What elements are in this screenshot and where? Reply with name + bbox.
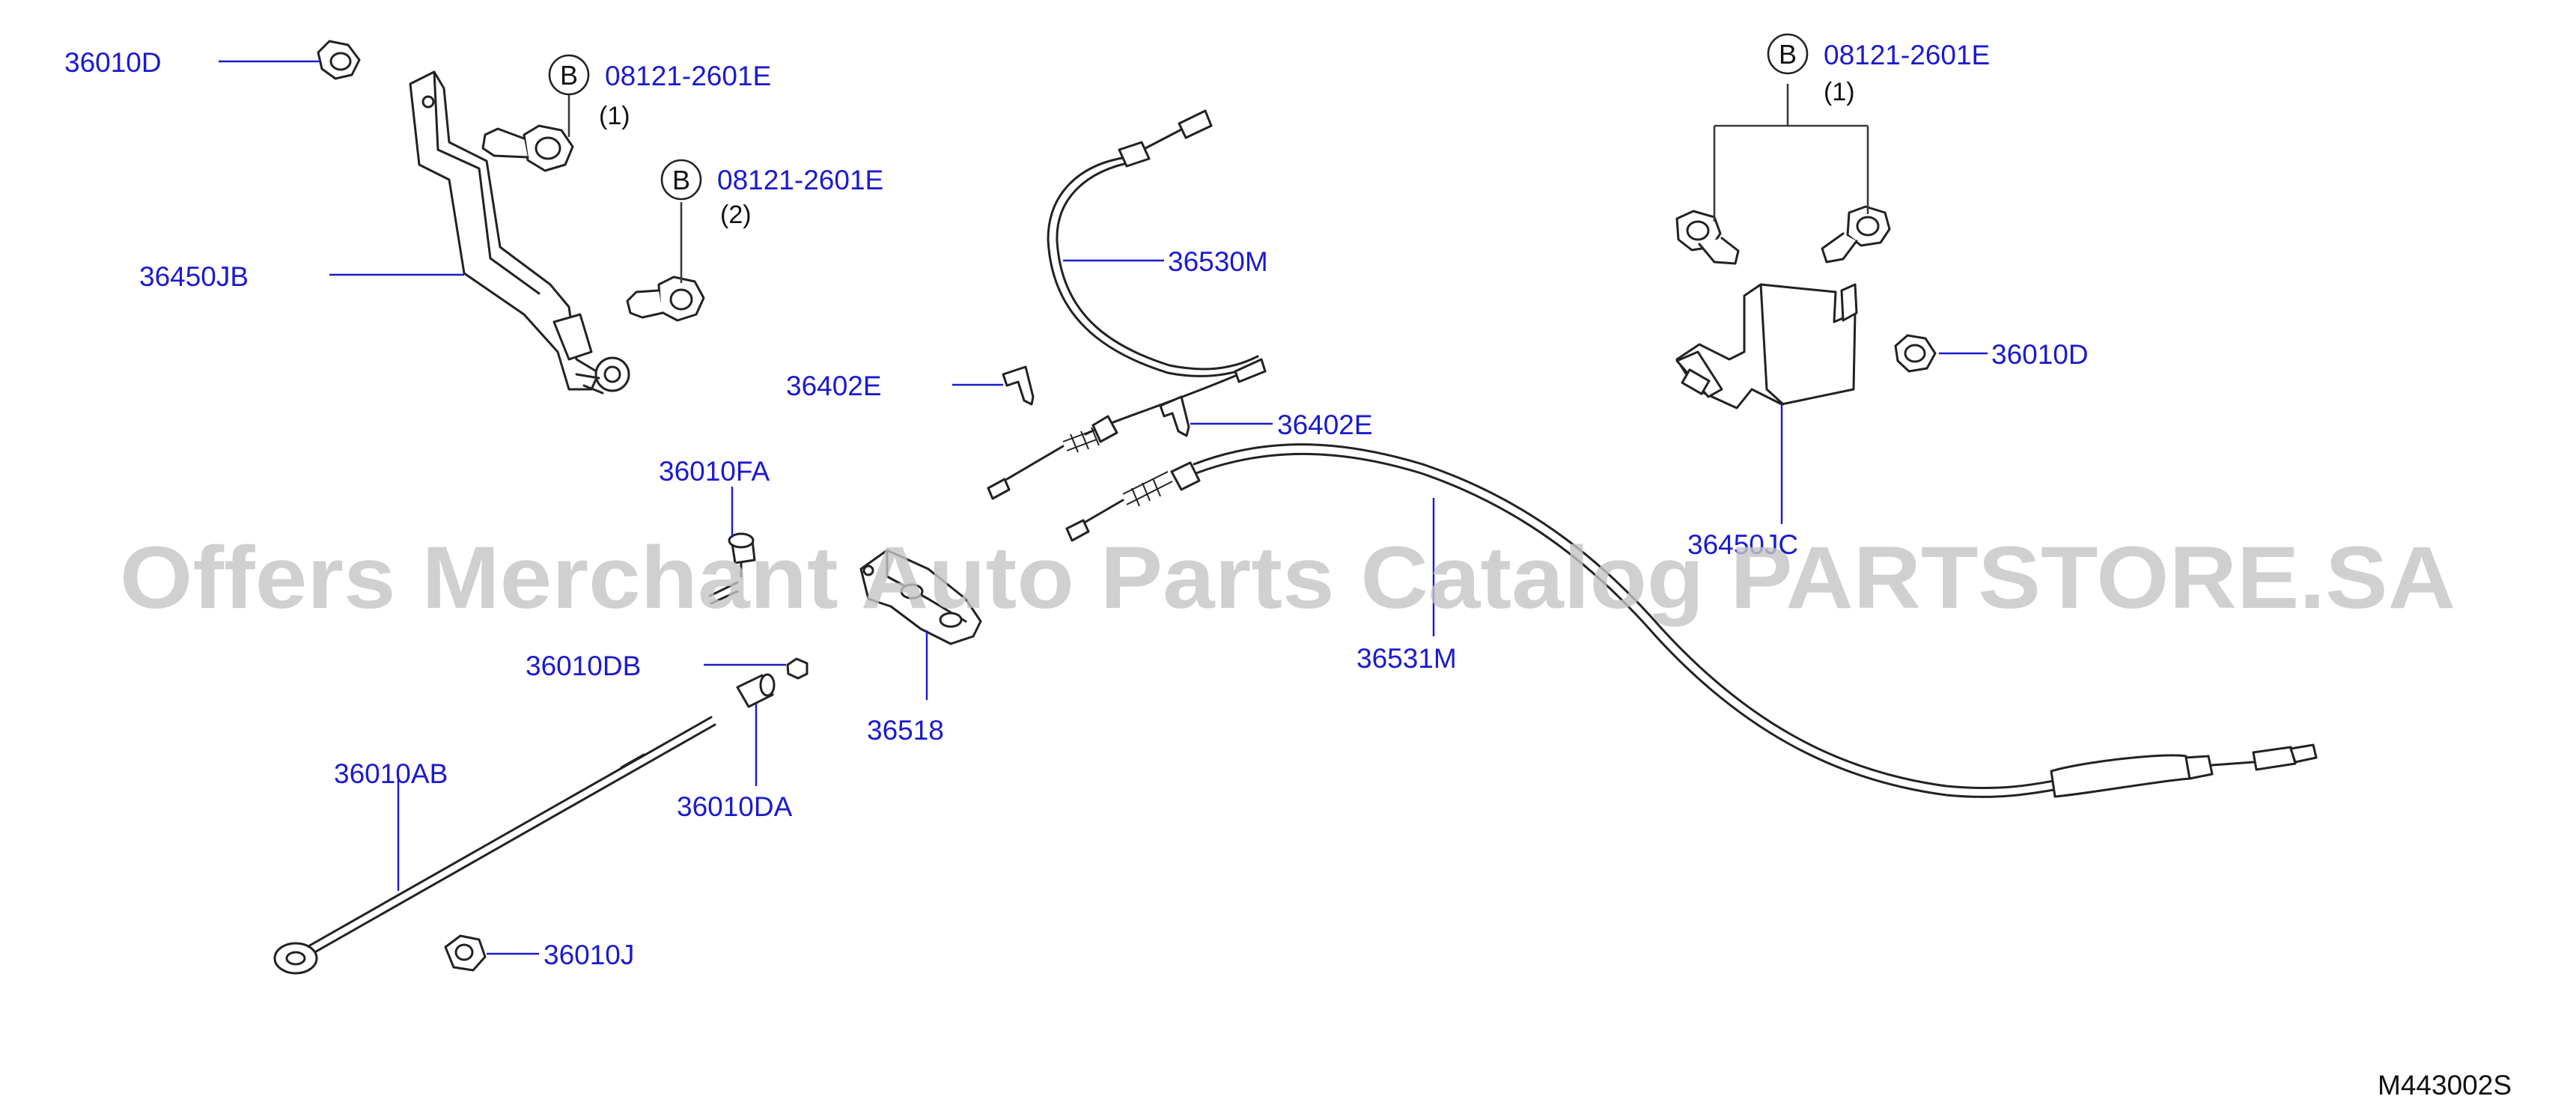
- label-clip-36010j[interactable]: 36010J: [543, 940, 634, 970]
- watermark-text: Offers Merchant Auto Parts Catalog PARTS…: [120, 529, 2455, 627]
- bolt-ref-2-part[interactable]: 08121-2601E: [717, 165, 883, 195]
- diagram-code: M443002S: [2378, 1070, 2512, 1101]
- rear-cable-36531m-drawing: [1065, 443, 2318, 798]
- label-rod-36010ab[interactable]: 36010AB: [334, 758, 448, 789]
- bolt-ref-3b-drawing: [1821, 205, 1891, 264]
- bolt-ref-3-part[interactable]: 08121-2601E: [1824, 40, 1990, 70]
- label-front-cable-36530m[interactable]: 36530M: [1168, 246, 1268, 277]
- label-nut-36010d-left[interactable]: 36010D: [64, 47, 162, 78]
- label-clip-36402e-left[interactable]: 36402E: [786, 371, 882, 401]
- bolt-ref-2-letter: B: [672, 165, 690, 195]
- guide-36518-drawing: [859, 549, 982, 645]
- bracket-36450jc-drawing: [1675, 283, 1858, 410]
- bolt-ref-3a-drawing: [1675, 210, 1740, 265]
- clip-36010j-drawing: [444, 934, 487, 972]
- label-guide-36518[interactable]: 36518: [867, 715, 944, 746]
- bolt-ref-3-qty: (1): [1824, 78, 1855, 106]
- label-pin-36010fa[interactable]: 36010FA: [659, 456, 770, 487]
- front-cable-36530m-drawing: [987, 109, 1267, 500]
- bolt-ref-1-part[interactable]: 08121-2601E: [605, 61, 771, 91]
- part-labels: 36010D 36450JB 36402E 36530M 36402E 3601…: [64, 47, 2089, 970]
- bolt-ref-2-drawing: [626, 276, 705, 322]
- label-bracket-36450jc[interactable]: 36450JC: [1687, 529, 1798, 560]
- bolt-ref-1-letter: B: [560, 60, 578, 91]
- label-nut-36010db[interactable]: 36010DB: [526, 651, 641, 681]
- leader-lines: [219, 60, 1988, 955]
- bolt-ref-3-circle: [1767, 33, 1809, 75]
- label-clip-36402e-right[interactable]: 36402E: [1277, 410, 1373, 440]
- bolt-ref-leaders: [567, 84, 1869, 283]
- label-nut-36010d-right[interactable]: 36010D: [1991, 339, 2089, 370]
- clip-36402e-right-drawing: [1159, 395, 1190, 437]
- rod-36010ab-drawing: [273, 716, 716, 975]
- bolt-ref-1-drawing: [481, 124, 574, 172]
- nut-36010d-right-drawing: [1894, 334, 1937, 373]
- bolt-ref-2-circle: [660, 159, 702, 201]
- bolt-ref-1-qty: (1): [599, 102, 630, 130]
- bolt-ref-2[interactable]: B 08121-2601E (2): [660, 159, 883, 229]
- bolt-ref-3[interactable]: B 08121-2601E (1): [1767, 33, 1990, 106]
- pin-36010fa-drawing: [708, 532, 756, 605]
- nut-36010db-drawing: [786, 657, 809, 680]
- bolt-ref-1[interactable]: B 08121-2601E (1): [548, 54, 771, 130]
- bolt-ref-1-circle: [548, 54, 590, 96]
- bolt-ref-2-qty: (2): [720, 201, 752, 229]
- label-adjuster-36010da[interactable]: 36010DA: [677, 791, 793, 822]
- label-rear-cable-36531m[interactable]: 36531M: [1356, 643, 1457, 674]
- adjuster-36010da-drawing: [736, 673, 776, 708]
- clip-36402e-left-drawing: [1002, 365, 1035, 406]
- label-bracket-36450jb[interactable]: 36450JB: [139, 261, 249, 292]
- bolt-ref-3-letter: B: [1779, 39, 1797, 70]
- bracket-36450jb-drawing: [409, 70, 630, 395]
- nut-36010d-left-drawing: [317, 40, 361, 80]
